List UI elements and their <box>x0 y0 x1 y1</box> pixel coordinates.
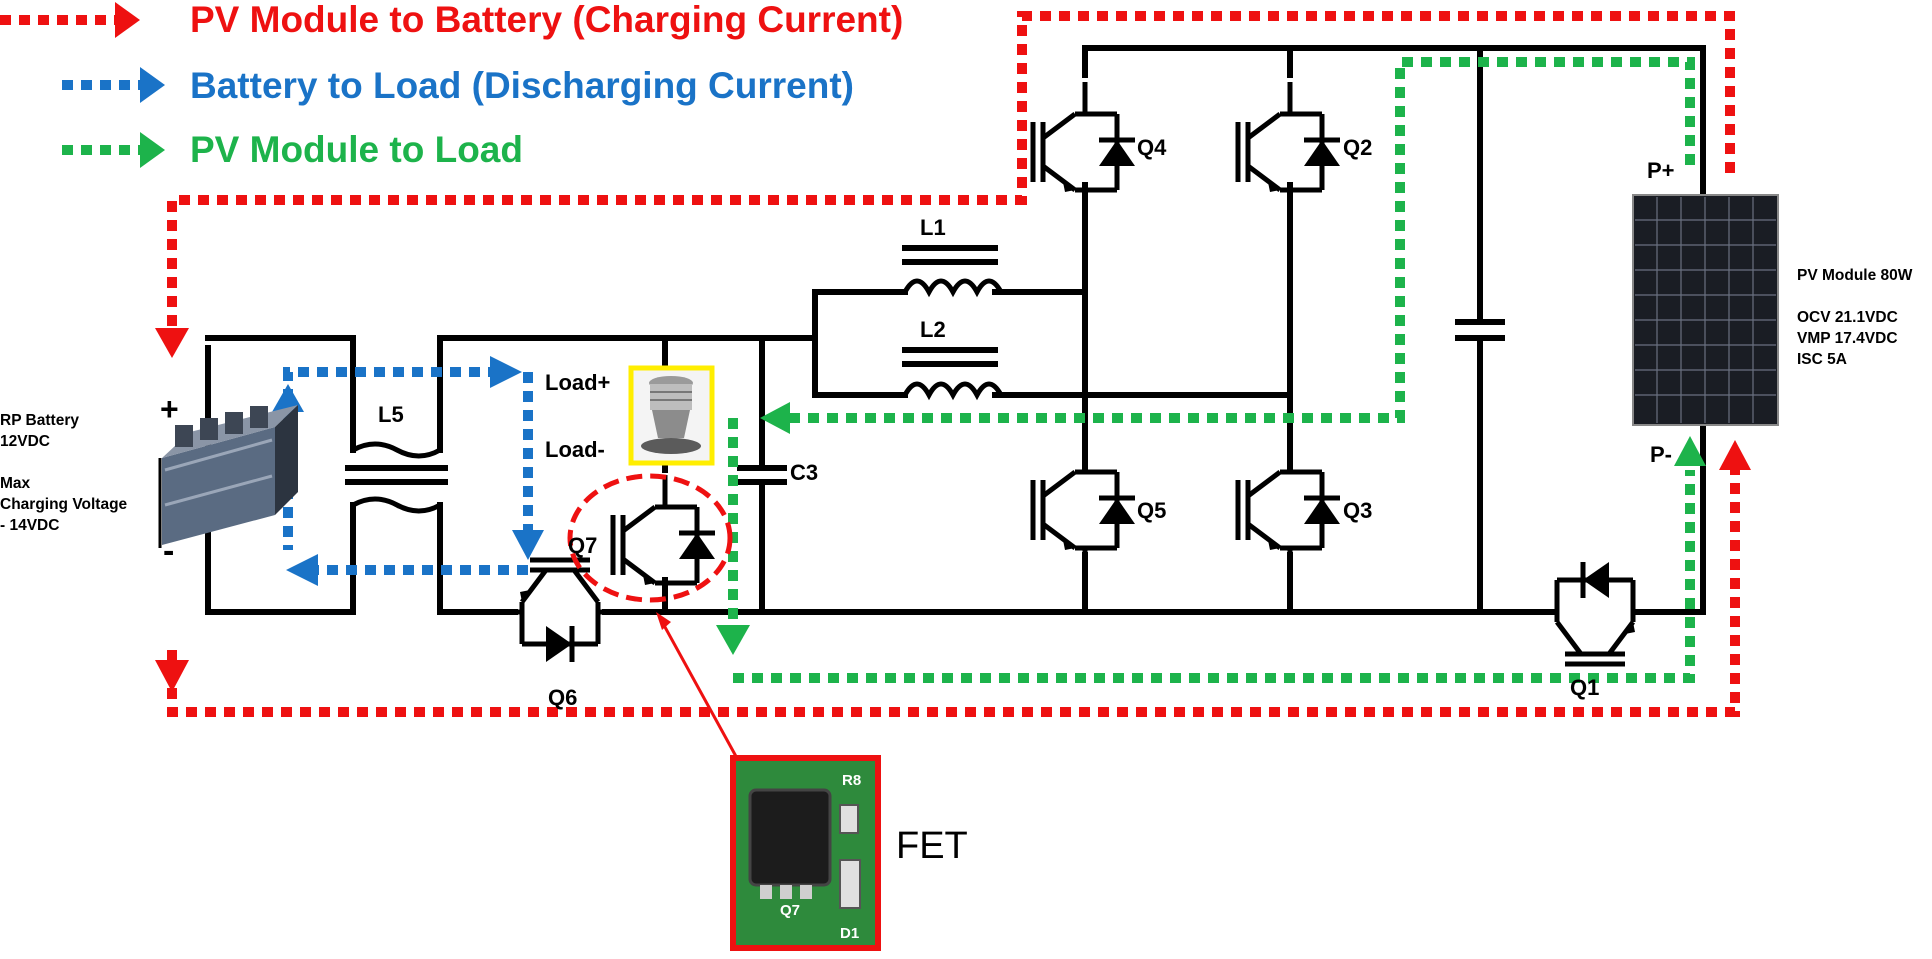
battery-info: RP Battery 12VDC Max Charging Voltage - … <box>0 412 128 534</box>
fet-board-icon: R8 Q7 D1 <box>730 755 881 951</box>
battery-minus-label: - <box>163 532 174 570</box>
label-load-plus: Load+ <box>545 370 610 395</box>
inductor-l5 <box>345 441 448 514</box>
arrow-down-icon <box>155 660 189 692</box>
arrow-up-icon <box>1674 436 1706 466</box>
igbt-icon <box>1033 82 1135 222</box>
label-q1: Q1 <box>1570 675 1599 700</box>
legend-item-pv-to-load: PV Module to Load <box>62 129 523 170</box>
label-pv-plus: P+ <box>1647 158 1675 183</box>
arrow-up-icon <box>272 384 304 412</box>
igbt-icon <box>613 475 715 615</box>
label-l2: L2 <box>920 317 946 342</box>
igbt-icon <box>1033 440 1135 580</box>
igbt-icon <box>1525 562 1665 664</box>
battery-info-line: 12VDC <box>0 433 50 450</box>
legend-label-charging: PV Module to Battery (Charging Current) <box>190 0 903 40</box>
battery-icon <box>158 405 298 548</box>
label-l5: L5 <box>378 402 404 427</box>
pv-info-line: VMP 17.4VDC <box>1797 330 1898 347</box>
arrow-up-icon <box>656 612 671 630</box>
label-q4: Q4 <box>1137 135 1167 160</box>
fet-callout-title: FET <box>896 825 968 867</box>
pv-info: PV Module 80W OCV 21.1VDC VMP 17.4VDC IS… <box>1797 267 1913 368</box>
circuit-wires <box>205 45 1706 615</box>
load-lamp-icon <box>628 365 715 466</box>
board-label: D1 <box>840 925 859 942</box>
arrow-right-icon <box>140 132 165 168</box>
legend-label-pv-to-load: PV Module to Load <box>190 129 523 170</box>
igbt-icon <box>1238 440 1340 580</box>
q7-highlight-ellipse <box>567 473 733 603</box>
battery-info-line: - 14VDC <box>0 517 59 534</box>
arrow-left-icon <box>286 554 318 586</box>
fet-callout-line <box>658 617 740 761</box>
label-pv-minus: P- <box>1650 442 1672 467</box>
battery-info-line: RP Battery <box>0 412 79 429</box>
battery-info-line: Charging Voltage <box>0 496 128 513</box>
battery-plus-label: + <box>160 391 179 427</box>
label-q3: Q3 <box>1343 498 1372 523</box>
arrow-down-icon <box>155 328 189 358</box>
pv-info-line: OCV 21.1VDC <box>1797 309 1898 326</box>
charging-path <box>155 11 1751 717</box>
arrow-right-icon <box>490 356 522 388</box>
battery-info-line: Max <box>0 475 31 492</box>
inductor-l2 <box>902 347 1001 395</box>
igbt-icon <box>1238 82 1340 222</box>
label-q2: Q2 <box>1343 135 1372 160</box>
label-q6: Q6 <box>548 685 577 710</box>
igbt-icon <box>490 560 630 662</box>
legend-item-discharging: Battery to Load (Discharging Current) <box>62 65 854 106</box>
discharging-path <box>272 356 544 586</box>
pv-info-line: PV Module 80W <box>1797 267 1913 284</box>
arrow-up-icon <box>1719 440 1751 470</box>
legend-label-discharging: Battery to Load (Discharging Current) <box>190 65 854 106</box>
arrow-left-icon <box>760 402 790 434</box>
pv-to-load-path <box>716 57 1706 683</box>
board-label: R8 <box>842 772 861 789</box>
label-c3: C3 <box>790 460 818 485</box>
board-label: Q7 <box>780 902 800 919</box>
arrow-down-icon <box>716 625 750 655</box>
inductor-l1 <box>902 245 1001 292</box>
solar-panel-icon <box>1632 194 1779 426</box>
arrow-right-icon <box>115 2 140 38</box>
label-q5: Q5 <box>1137 498 1166 523</box>
label-load-minus: Load- <box>545 437 605 462</box>
label-l1: L1 <box>920 215 946 240</box>
label-q7: Q7 <box>568 533 597 558</box>
arrow-down-icon <box>512 530 544 560</box>
legend-item-charging: PV Module to Battery (Charging Current) <box>0 0 903 40</box>
arrow-right-icon <box>140 67 165 103</box>
legend: PV Module to Battery (Charging Current) … <box>0 0 903 170</box>
pv-info-line: ISC 5A <box>1797 351 1847 368</box>
